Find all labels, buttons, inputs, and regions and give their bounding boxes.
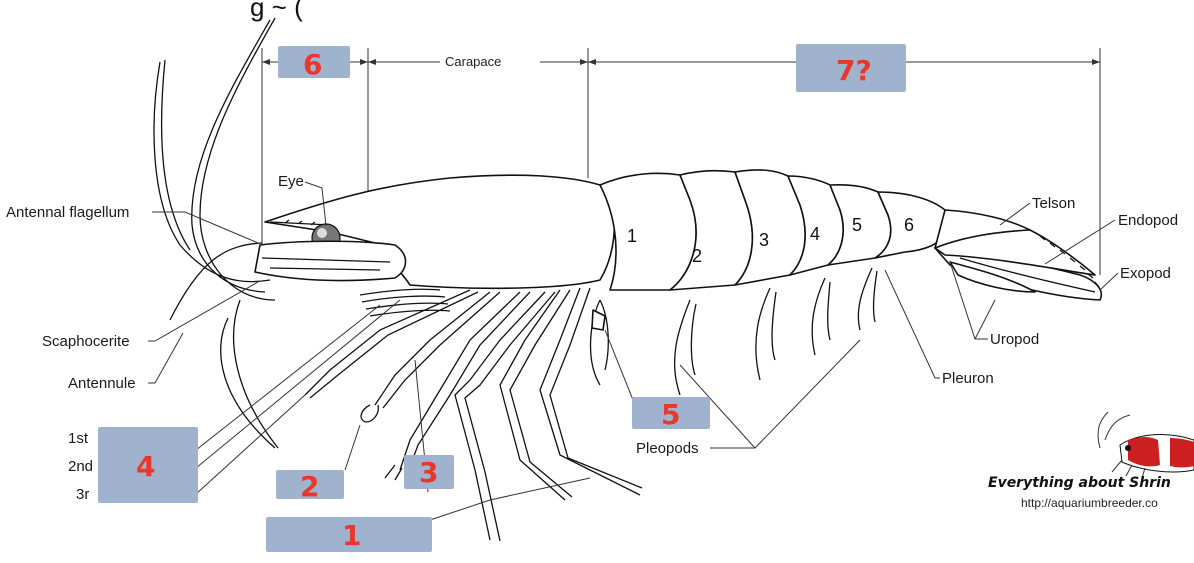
third-partial-label: 3r: [76, 486, 89, 503]
exopod-label: Exopod: [1120, 265, 1171, 282]
answer-box-6[interactable]: 6: [278, 46, 350, 81]
answer-box-4[interactable]: 4: [98, 427, 198, 503]
pleopods-label: Pleopods: [636, 440, 699, 457]
abdomen: [599, 169, 1031, 291]
uropod-label: Uropod: [990, 331, 1039, 348]
brand-logo: [1097, 411, 1194, 479]
answer-box-2[interactable]: 2: [276, 470, 344, 503]
carapace-label: Carapace: [445, 54, 501, 69]
tail-fan: [934, 229, 1102, 301]
segment-number: 2: [692, 246, 702, 266]
segment-number: 5: [852, 215, 862, 235]
eye-label: Eye: [278, 173, 304, 190]
svg-text:4: 4: [136, 450, 155, 483]
segment-number: 4: [810, 224, 820, 244]
antennae: [153, 17, 279, 449]
walking-legs: [304, 287, 643, 542]
header-fragment: g ~ (: [250, 0, 303, 22]
telson-label: Telson: [1032, 195, 1075, 212]
leader-lines: [148, 181, 1119, 521]
second-partial-label: 2nd: [68, 458, 93, 475]
svg-text:2: 2: [300, 470, 319, 503]
svg-text:1: 1: [342, 519, 361, 552]
segment-number: 3: [759, 230, 769, 250]
segment-numbers: 1 2 3 4 5 6: [627, 215, 914, 266]
brand-url: http://aquariumbreeder.co: [1021, 496, 1158, 510]
svg-text:5: 5: [661, 398, 680, 431]
svg-text:6: 6: [303, 48, 322, 81]
scaphocerite-label: Scaphocerite: [42, 333, 130, 350]
segment-number: 6: [904, 215, 914, 235]
answer-box-3[interactable]: 3: [404, 455, 454, 489]
pleuron-label: Pleuron: [942, 370, 994, 387]
antennule-label: Antennule: [68, 375, 136, 392]
carapace: [254, 174, 616, 290]
answer-box-7[interactable]: 7?: [796, 44, 906, 92]
svg-text:7?: 7?: [836, 54, 872, 87]
antennal-flagellum-label: Antennal flagellum: [6, 204, 129, 221]
mouth-parts: [359, 288, 451, 317]
brand-name: Everything about Shrin: [988, 475, 1171, 491]
segment-number: 1: [627, 226, 637, 246]
pleopods: [589, 267, 878, 396]
answer-box-5[interactable]: 5: [632, 397, 710, 431]
answer-box-1[interactable]: 1: [266, 517, 432, 552]
svg-text:3: 3: [419, 456, 438, 489]
first-partial-label: 1st: [68, 430, 89, 447]
endopod-label: Endopod: [1118, 212, 1178, 229]
